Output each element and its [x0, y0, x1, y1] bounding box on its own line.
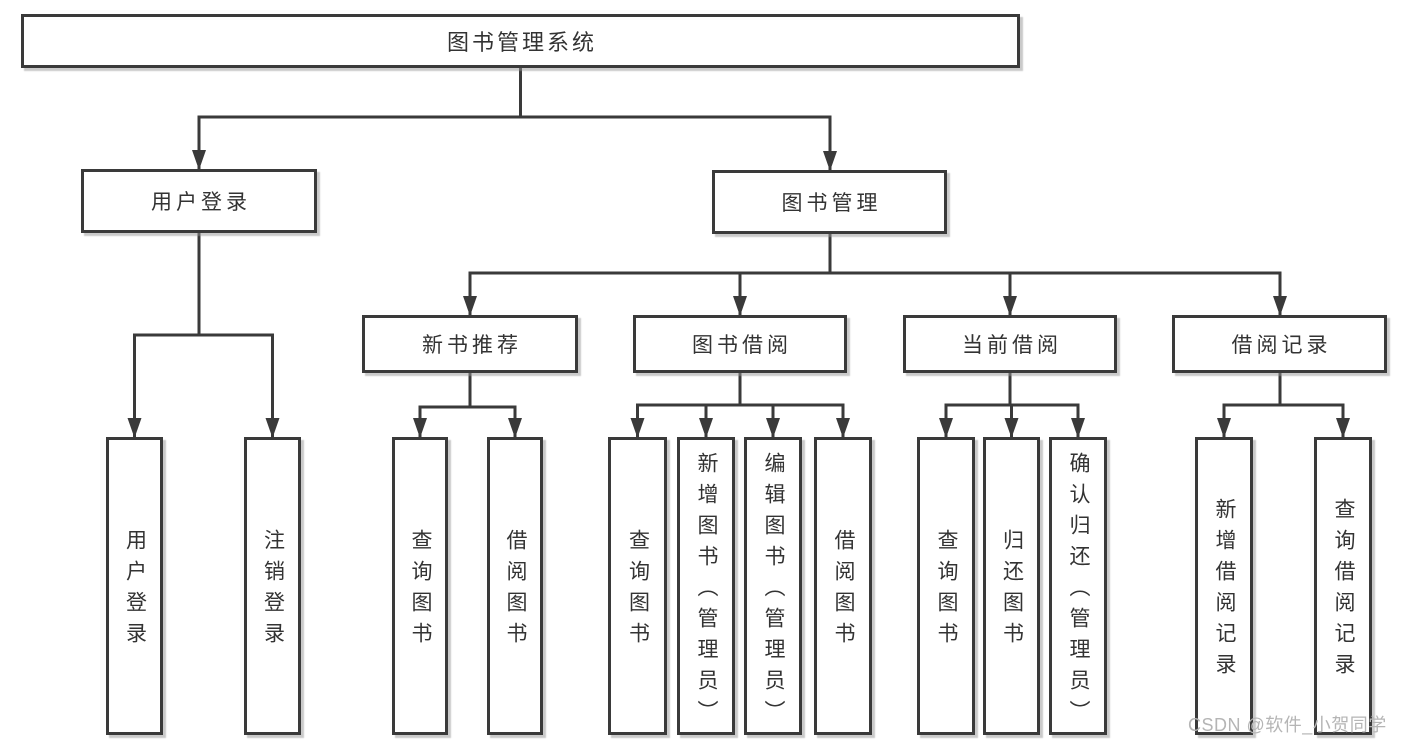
node-query-books-recommend: 查询图书 [392, 437, 448, 735]
node-user-login-branch: 用户登录 [81, 169, 317, 233]
watermark: CSDN @软件_小贺同学 [1188, 715, 1387, 735]
node-label: 借阅图书 [832, 529, 855, 653]
node-label: 确认归还（管理员） [1067, 451, 1090, 731]
node-label: 查询借阅记录 [1332, 498, 1355, 684]
connector-root-to-level2 [192, 68, 837, 171]
node-label: 新增图书（管理员） [695, 451, 718, 731]
node-label: 归还图书 [1000, 529, 1024, 653]
node-query-books-current: 查询图书 [917, 437, 975, 735]
node-add-book-admin: 新增图书（管理员） [677, 437, 735, 735]
node-book-borrow: 图书借阅 [633, 315, 847, 373]
node-root: 图书管理系统 [21, 14, 1020, 68]
node-borrow-books: 借阅图书 [814, 437, 872, 735]
connector-new-book-recommend [413, 373, 522, 438]
node-query-borrow-record: 查询借阅记录 [1314, 437, 1372, 735]
node-label: 用户登录 [123, 529, 147, 653]
connector-book-borrow [630, 373, 850, 438]
connector-current-borrow [939, 373, 1085, 438]
connector-user-login-branch [127, 233, 280, 438]
node-label: 借阅记录 [1231, 334, 1332, 357]
node-label: 查询图书 [409, 529, 432, 653]
connector-borrow-records [1217, 373, 1350, 438]
node-root-label: 图书管理系统 [446, 30, 597, 55]
node-label: 用户登录 [151, 191, 251, 214]
node-label: 图书管理 [781, 192, 882, 215]
node-add-borrow-record: 新增借阅记录 [1195, 437, 1253, 735]
node-label: 新书推荐 [422, 334, 522, 357]
node-query-books-borrow: 查询图书 [608, 437, 667, 735]
node-current-borrow: 当前借阅 [903, 315, 1117, 373]
node-edit-book-admin: 编辑图书（管理员） [744, 437, 802, 735]
node-book-management-branch: 图书管理 [712, 170, 947, 234]
connector-book-management-branch [463, 234, 1287, 316]
node-label: 图书借阅 [692, 334, 792, 357]
node-new-book-recommend: 新书推荐 [362, 315, 578, 373]
node-borrow-books-recommend: 借阅图书 [487, 437, 543, 735]
node-label: 当前借阅 [962, 334, 1062, 357]
node-confirm-return-admin: 确认归还（管理员） [1049, 437, 1107, 735]
node-logout: 注销登录 [244, 437, 301, 735]
node-label: 注销登录 [261, 529, 285, 653]
node-label: 新增借阅记录 [1213, 498, 1236, 684]
node-label: 查询图书 [626, 529, 650, 653]
node-borrow-records: 借阅记录 [1172, 315, 1387, 373]
node-label: 编辑图书（管理员） [762, 451, 785, 731]
node-label: 查询图书 [935, 529, 958, 653]
node-return-book: 归还图书 [983, 437, 1040, 735]
node-label: 借阅图书 [504, 529, 527, 653]
node-user-login: 用户登录 [106, 437, 163, 735]
